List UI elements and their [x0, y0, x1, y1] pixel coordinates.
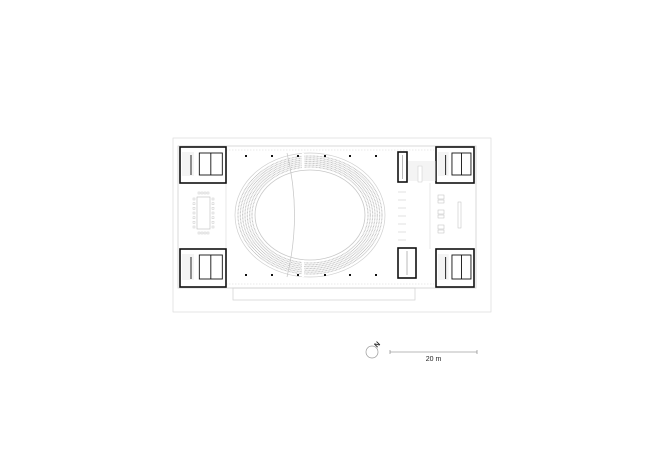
chair — [192, 221, 196, 224]
core-mid-top — [397, 151, 408, 183]
chair — [211, 225, 215, 229]
core-bottom-right — [435, 248, 475, 288]
furniture — [192, 191, 462, 241]
column — [349, 274, 351, 276]
column — [245, 155, 247, 157]
arena-seating — [234, 152, 386, 278]
chair — [211, 197, 215, 201]
chair — [192, 207, 196, 210]
column — [375, 155, 377, 157]
column — [297, 274, 299, 276]
core-mid-bottom — [397, 247, 417, 279]
cafe-table — [437, 209, 445, 215]
chair — [197, 191, 201, 195]
north-arrow: N — [365, 341, 382, 359]
building-outline — [172, 137, 492, 313]
column — [324, 274, 326, 276]
arena-floor — [254, 169, 366, 261]
structural-columns — [245, 155, 377, 276]
meeting-table — [196, 196, 211, 230]
chair — [203, 191, 207, 195]
seat-row — [237, 155, 383, 275]
chair — [211, 216, 215, 219]
core-bottom-left — [179, 248, 227, 288]
stair-cores — [179, 146, 475, 288]
stair-landing — [417, 165, 423, 183]
cafe-table — [437, 224, 445, 230]
entrance-podium — [232, 287, 416, 301]
chair — [206, 231, 210, 235]
north-arrow-circle-icon — [365, 345, 379, 359]
column — [297, 155, 299, 157]
chair — [192, 225, 196, 229]
seat-row — [239, 157, 381, 273]
site-boundary — [172, 137, 492, 313]
chair — [192, 202, 196, 205]
chair — [211, 211, 215, 215]
cafe-table — [437, 199, 445, 204]
cafe-table — [437, 229, 445, 234]
seat-row — [251, 166, 369, 264]
bench — [457, 201, 462, 229]
chair — [200, 231, 204, 235]
column — [271, 155, 273, 157]
cafe-table — [437, 214, 445, 219]
arena-outer-edge — [234, 152, 386, 278]
core-top-right — [435, 146, 475, 184]
column — [245, 274, 247, 276]
north-label: N — [373, 341, 382, 350]
chair — [206, 191, 210, 195]
column — [271, 274, 273, 276]
chair — [192, 216, 196, 219]
column — [324, 155, 326, 157]
seat-row — [249, 164, 371, 266]
scale-bar-label: 20 m — [426, 356, 442, 363]
seat-row — [242, 159, 378, 271]
chair — [203, 231, 207, 235]
chair — [211, 202, 215, 205]
chair — [200, 191, 204, 195]
chair — [211, 221, 215, 224]
seat-row — [244, 160, 376, 270]
stage-curve — [286, 152, 295, 278]
column — [375, 274, 377, 276]
chair — [192, 211, 196, 215]
scale-bar: 20 m — [389, 350, 478, 363]
column — [349, 155, 351, 157]
chair — [197, 231, 201, 235]
chair — [211, 207, 215, 210]
cafe-table — [437, 194, 445, 200]
seat-row — [246, 162, 374, 268]
chair — [192, 197, 196, 201]
core-top-left — [179, 146, 227, 184]
